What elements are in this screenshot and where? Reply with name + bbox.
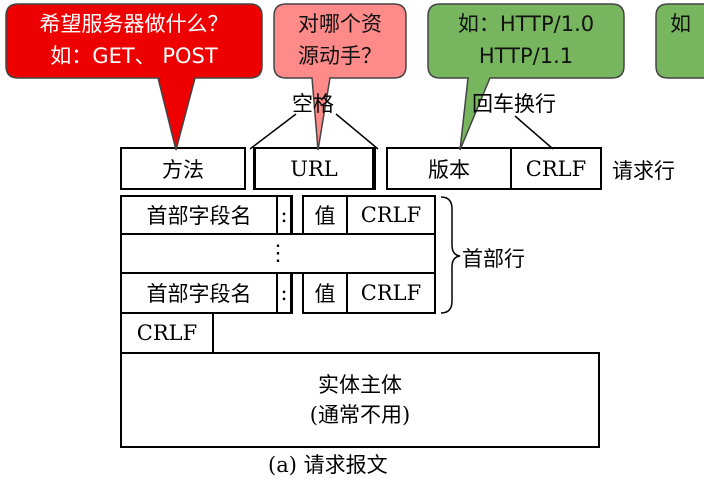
header-brace	[440, 196, 461, 314]
header-ellipsis: ⋮	[267, 241, 289, 266]
partial-callout-text: 如	[670, 12, 691, 36]
version-callout-line1: 如：HTTP/1.0	[457, 12, 595, 36]
partial-callout-bubble	[655, 3, 704, 79]
header-lines-label: 首部行	[462, 247, 525, 271]
url-callout-line1: 对哪个资	[298, 12, 382, 36]
method-callout-bubble	[5, 3, 263, 151]
request-line-crlf: CRLF	[510, 147, 602, 190]
crlf-pointer-line	[514, 115, 554, 150]
entity-body: 实体主体 (通常不用)	[120, 352, 600, 448]
method-callout-text: 希望服务器做什么？ 如：GET、 POST	[6, 8, 262, 72]
space-label: 空格	[292, 92, 334, 116]
url-callout-line2: 源动手？	[298, 44, 382, 68]
header-crlf: CRLF	[346, 272, 436, 314]
version-callout-bubble	[427, 3, 625, 151]
request-line-label: 请求行	[612, 159, 675, 183]
space-pointer-line	[249, 113, 297, 150]
entity-body-note: (通常不用)	[309, 403, 411, 427]
space-pointer-line	[335, 113, 379, 150]
crlf-annotation-label: 回车换行	[472, 92, 556, 116]
url-callout-bubble	[273, 3, 407, 151]
method-callout-line1: 希望服务器做什么？	[39, 12, 229, 36]
request-line-method: 方法	[120, 147, 246, 190]
method-callout-line2: 如：GET、 POST	[50, 44, 218, 68]
url-callout-text: 对哪个资 源动手？	[274, 8, 406, 72]
request-line-version: 版本	[386, 147, 512, 190]
version-callout-line2: HTTP/1.1	[478, 44, 574, 68]
diagram-overlay	[5, 3, 704, 314]
version-callout-text: 如：HTTP/1.0 HTTP/1.1	[428, 8, 624, 72]
entity-body-title: 实体主体	[318, 373, 402, 397]
